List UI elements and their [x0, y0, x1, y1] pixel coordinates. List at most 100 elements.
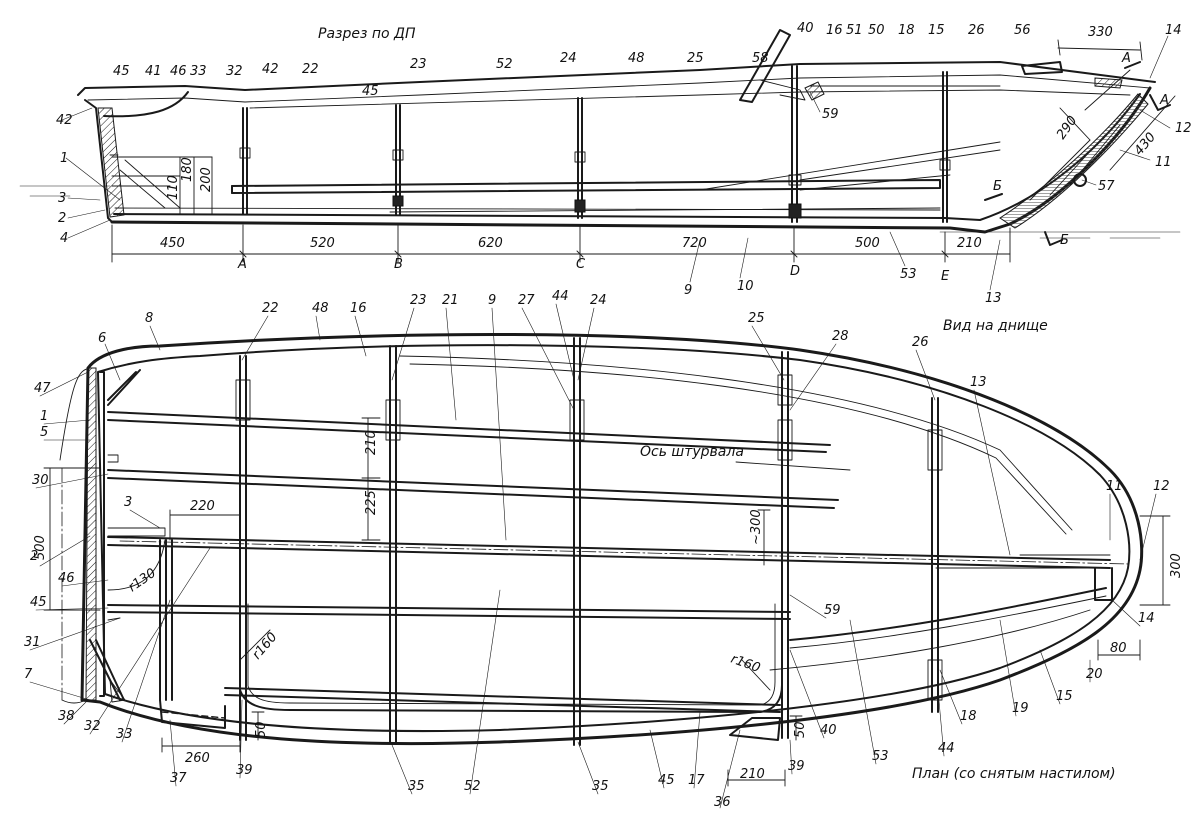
profile-view: Разрез по ДП A B C D E A A Б Б 450 520 6…: [19, 21, 1192, 306]
dim-80: 80: [1110, 641, 1127, 656]
svg-text:23: 23: [410, 293, 427, 308]
svg-text:1: 1: [60, 151, 68, 166]
svg-text:59: 59: [824, 603, 841, 618]
svg-text:12: 12: [1153, 479, 1170, 494]
svg-text:42: 42: [56, 113, 73, 128]
svg-text:1: 1: [40, 409, 48, 424]
frames-profile: [239, 65, 951, 223]
svg-text:40: 40: [820, 723, 837, 738]
dim-500: 500: [855, 236, 880, 251]
svg-text:11: 11: [1155, 155, 1172, 170]
svg-text:36: 36: [714, 795, 731, 810]
svg-text:24: 24: [590, 293, 607, 308]
svg-text:35: 35: [408, 779, 425, 794]
svg-text:53: 53: [900, 267, 917, 282]
dim-180: 180: [180, 157, 195, 182]
svg-text:7: 7: [24, 667, 33, 682]
svg-text:20: 20: [1086, 667, 1103, 682]
svg-text:44: 44: [938, 741, 955, 756]
dim-210: 210: [957, 236, 982, 251]
dim-210c: 210: [740, 767, 765, 782]
svg-text:15: 15: [1056, 689, 1073, 704]
dim-210b: 210: [364, 430, 379, 455]
svg-text:47: 47: [34, 381, 51, 396]
hull-outline: [80, 332, 1144, 746]
section-e: E: [941, 269, 950, 284]
svg-text:9: 9: [684, 283, 692, 298]
svg-text:57: 57: [1098, 179, 1115, 194]
plan-labels: 6 8 22 48 16 23 21 9 27 44 24 25 28 26 1…: [24, 289, 1170, 810]
svg-text:25: 25: [687, 51, 704, 66]
dim-450: 450: [160, 236, 185, 251]
bow-stem: [999, 93, 1149, 229]
plan-view: Вид на днище План (со снятым настилом) О…: [24, 289, 1184, 810]
dim-520: 520: [310, 236, 335, 251]
svg-text:28: 28: [832, 329, 849, 344]
svg-text:35: 35: [592, 779, 609, 794]
section-d: D: [790, 264, 800, 279]
dim-110: 110: [166, 175, 181, 200]
keel-centerline: [107, 536, 1111, 569]
dim-50a: 50: [254, 721, 269, 738]
cut-mark-a2: A: [1159, 93, 1169, 108]
svg-text:51: 51: [846, 23, 863, 38]
svg-text:21: 21: [442, 293, 459, 308]
cut-mark-a: A: [1121, 51, 1131, 66]
svg-text:23: 23: [410, 57, 427, 72]
dim-200: 200: [199, 167, 214, 192]
svg-text:45: 45: [30, 595, 47, 610]
svg-text:45: 45: [362, 84, 379, 99]
svg-text:32: 32: [84, 719, 101, 734]
svg-text:14: 14: [1138, 611, 1155, 626]
svg-text:14: 14: [1165, 23, 1182, 38]
svg-text:30: 30: [32, 473, 49, 488]
cut-mark-b: Б: [993, 179, 1002, 194]
stern-seat: [103, 91, 189, 118]
dim-620: 620: [478, 236, 503, 251]
svg-text:6: 6: [98, 331, 106, 346]
svg-text:10: 10: [737, 279, 754, 294]
dim-290: 290: [1054, 113, 1081, 142]
dim-300approx: ~300: [749, 509, 764, 545]
section-a: A: [237, 257, 247, 272]
svg-text:26: 26: [912, 335, 929, 350]
svg-text:38: 38: [58, 709, 75, 724]
frames-plan: [235, 337, 943, 746]
svg-text:41: 41: [145, 64, 162, 79]
svg-text:33: 33: [190, 64, 207, 79]
svg-text:2: 2: [30, 549, 38, 564]
title-plan: План (со снятым настилом): [912, 766, 1116, 782]
dim-300: 300: [1169, 553, 1184, 578]
dim-r160a: r160: [250, 630, 281, 663]
svg-text:3: 3: [58, 191, 66, 206]
svg-text:31: 31: [24, 635, 41, 650]
wheel-axis-label: Ось штурвала: [640, 444, 744, 460]
dim-260: 260: [185, 751, 210, 766]
svg-text:32: 32: [226, 64, 243, 79]
section-b: B: [394, 257, 403, 272]
svg-text:45: 45: [658, 773, 675, 788]
svg-text:8: 8: [145, 311, 153, 326]
svg-text:42: 42: [262, 62, 279, 77]
svg-text:16: 16: [826, 23, 843, 38]
svg-text:17: 17: [688, 773, 705, 788]
title-bottom-view: Вид на днище: [943, 318, 1048, 334]
steering-gear: [804, 81, 825, 101]
svg-text:44: 44: [552, 289, 569, 304]
svg-text:25: 25: [748, 311, 765, 326]
svg-text:46: 46: [58, 571, 75, 586]
svg-text:56: 56: [1014, 23, 1031, 38]
plan-transom: [85, 367, 97, 701]
svg-text:26: 26: [968, 23, 985, 38]
dim-225: 225: [364, 490, 379, 515]
svg-text:39: 39: [236, 763, 253, 778]
svg-text:22: 22: [302, 62, 319, 77]
svg-text:4: 4: [60, 231, 68, 246]
svg-text:13: 13: [970, 375, 987, 390]
svg-text:11: 11: [1106, 479, 1123, 494]
svg-text:48: 48: [628, 51, 645, 66]
svg-text:3: 3: [124, 495, 132, 510]
dim-330: 330: [1088, 25, 1113, 40]
svg-text:48: 48: [312, 301, 329, 316]
